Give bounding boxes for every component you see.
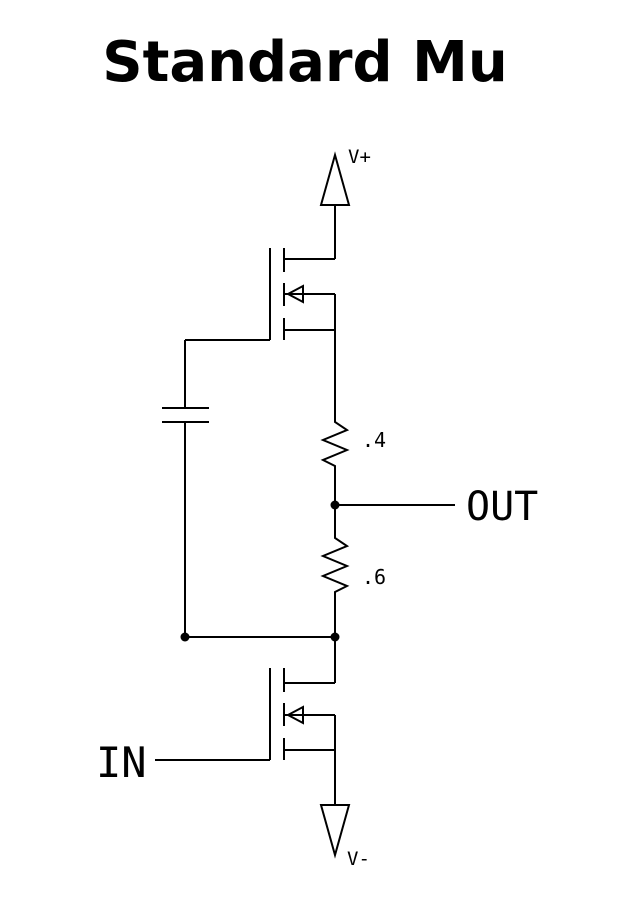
in-label: IN — [96, 738, 147, 787]
upper-mosfet — [269, 248, 336, 340]
resistor-top-label: .4 — [362, 428, 386, 452]
resistor-top — [320, 418, 350, 470]
resistor-bottom — [320, 532, 350, 596]
vminus-supply-arrow — [319, 804, 351, 859]
lower-mosfet — [269, 668, 336, 805]
page-title: Standard Mu — [102, 30, 508, 95]
vminus-label: V- — [347, 848, 370, 870]
vplus-label: V+ — [348, 146, 371, 168]
junction-lower — [330, 632, 340, 642]
capacitor — [162, 339, 270, 637]
vplus-supply-arrow — [319, 151, 351, 259]
resistor-bottom-label: .6 — [362, 565, 386, 589]
out-label: OUT — [466, 484, 538, 530]
